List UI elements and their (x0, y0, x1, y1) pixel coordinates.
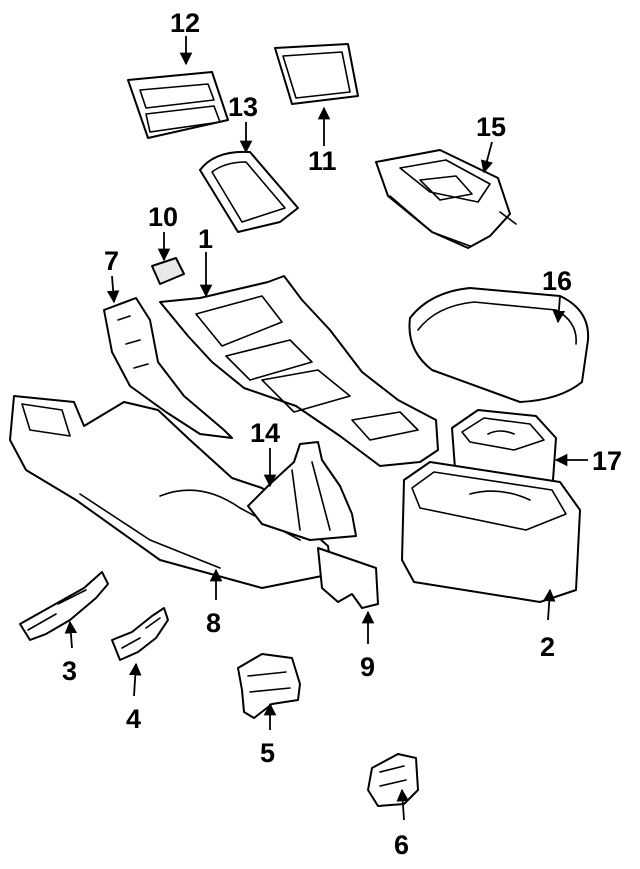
part-4-bracket (111, 607, 169, 661)
part-13-shift-bezel (199, 150, 299, 233)
callout-9: 9 (360, 652, 375, 682)
callout-2: 2 (540, 632, 555, 662)
callout-14: 14 (250, 418, 280, 448)
callout-5: 5 (260, 738, 275, 768)
part-14-shift-boot (247, 441, 357, 541)
leader-lines (64, 36, 588, 821)
callout-11: 11 (308, 146, 337, 176)
callout-3: 3 (62, 656, 77, 686)
callout-16: 16 (542, 266, 572, 296)
callout-6: 6 (394, 830, 409, 860)
part-6-small-bracket (367, 753, 419, 807)
part-3-bracket (19, 571, 109, 641)
part-11-panel (274, 43, 359, 105)
callout-15: 15 (476, 112, 506, 142)
part-10-clip (151, 257, 185, 285)
part-5-mount-bracket (237, 653, 301, 719)
part-12-bezel (127, 71, 229, 139)
part-16-armrest-lid (408, 287, 590, 403)
part-8-lower-panel (9, 395, 333, 589)
part-9-side-panel (317, 547, 379, 609)
callout-12: 12 (170, 8, 200, 38)
callout-10: 10 (148, 202, 178, 232)
part-1-center-console (159, 275, 439, 467)
callout-13: 13 (228, 92, 258, 122)
callout-labels: 12 11 13 15 10 7 1 16 14 17 8 9 2 3 4 5 … (62, 8, 622, 860)
callout-8: 8 (206, 608, 221, 638)
callout-1: 1 (198, 224, 213, 254)
callout-17: 17 (592, 446, 622, 476)
callout-4: 4 (126, 704, 141, 734)
part-2-console-box (401, 461, 581, 603)
callout-7: 7 (104, 246, 119, 276)
part-7-bracket (103, 297, 233, 439)
part-15-shifter-assembly (375, 149, 517, 249)
